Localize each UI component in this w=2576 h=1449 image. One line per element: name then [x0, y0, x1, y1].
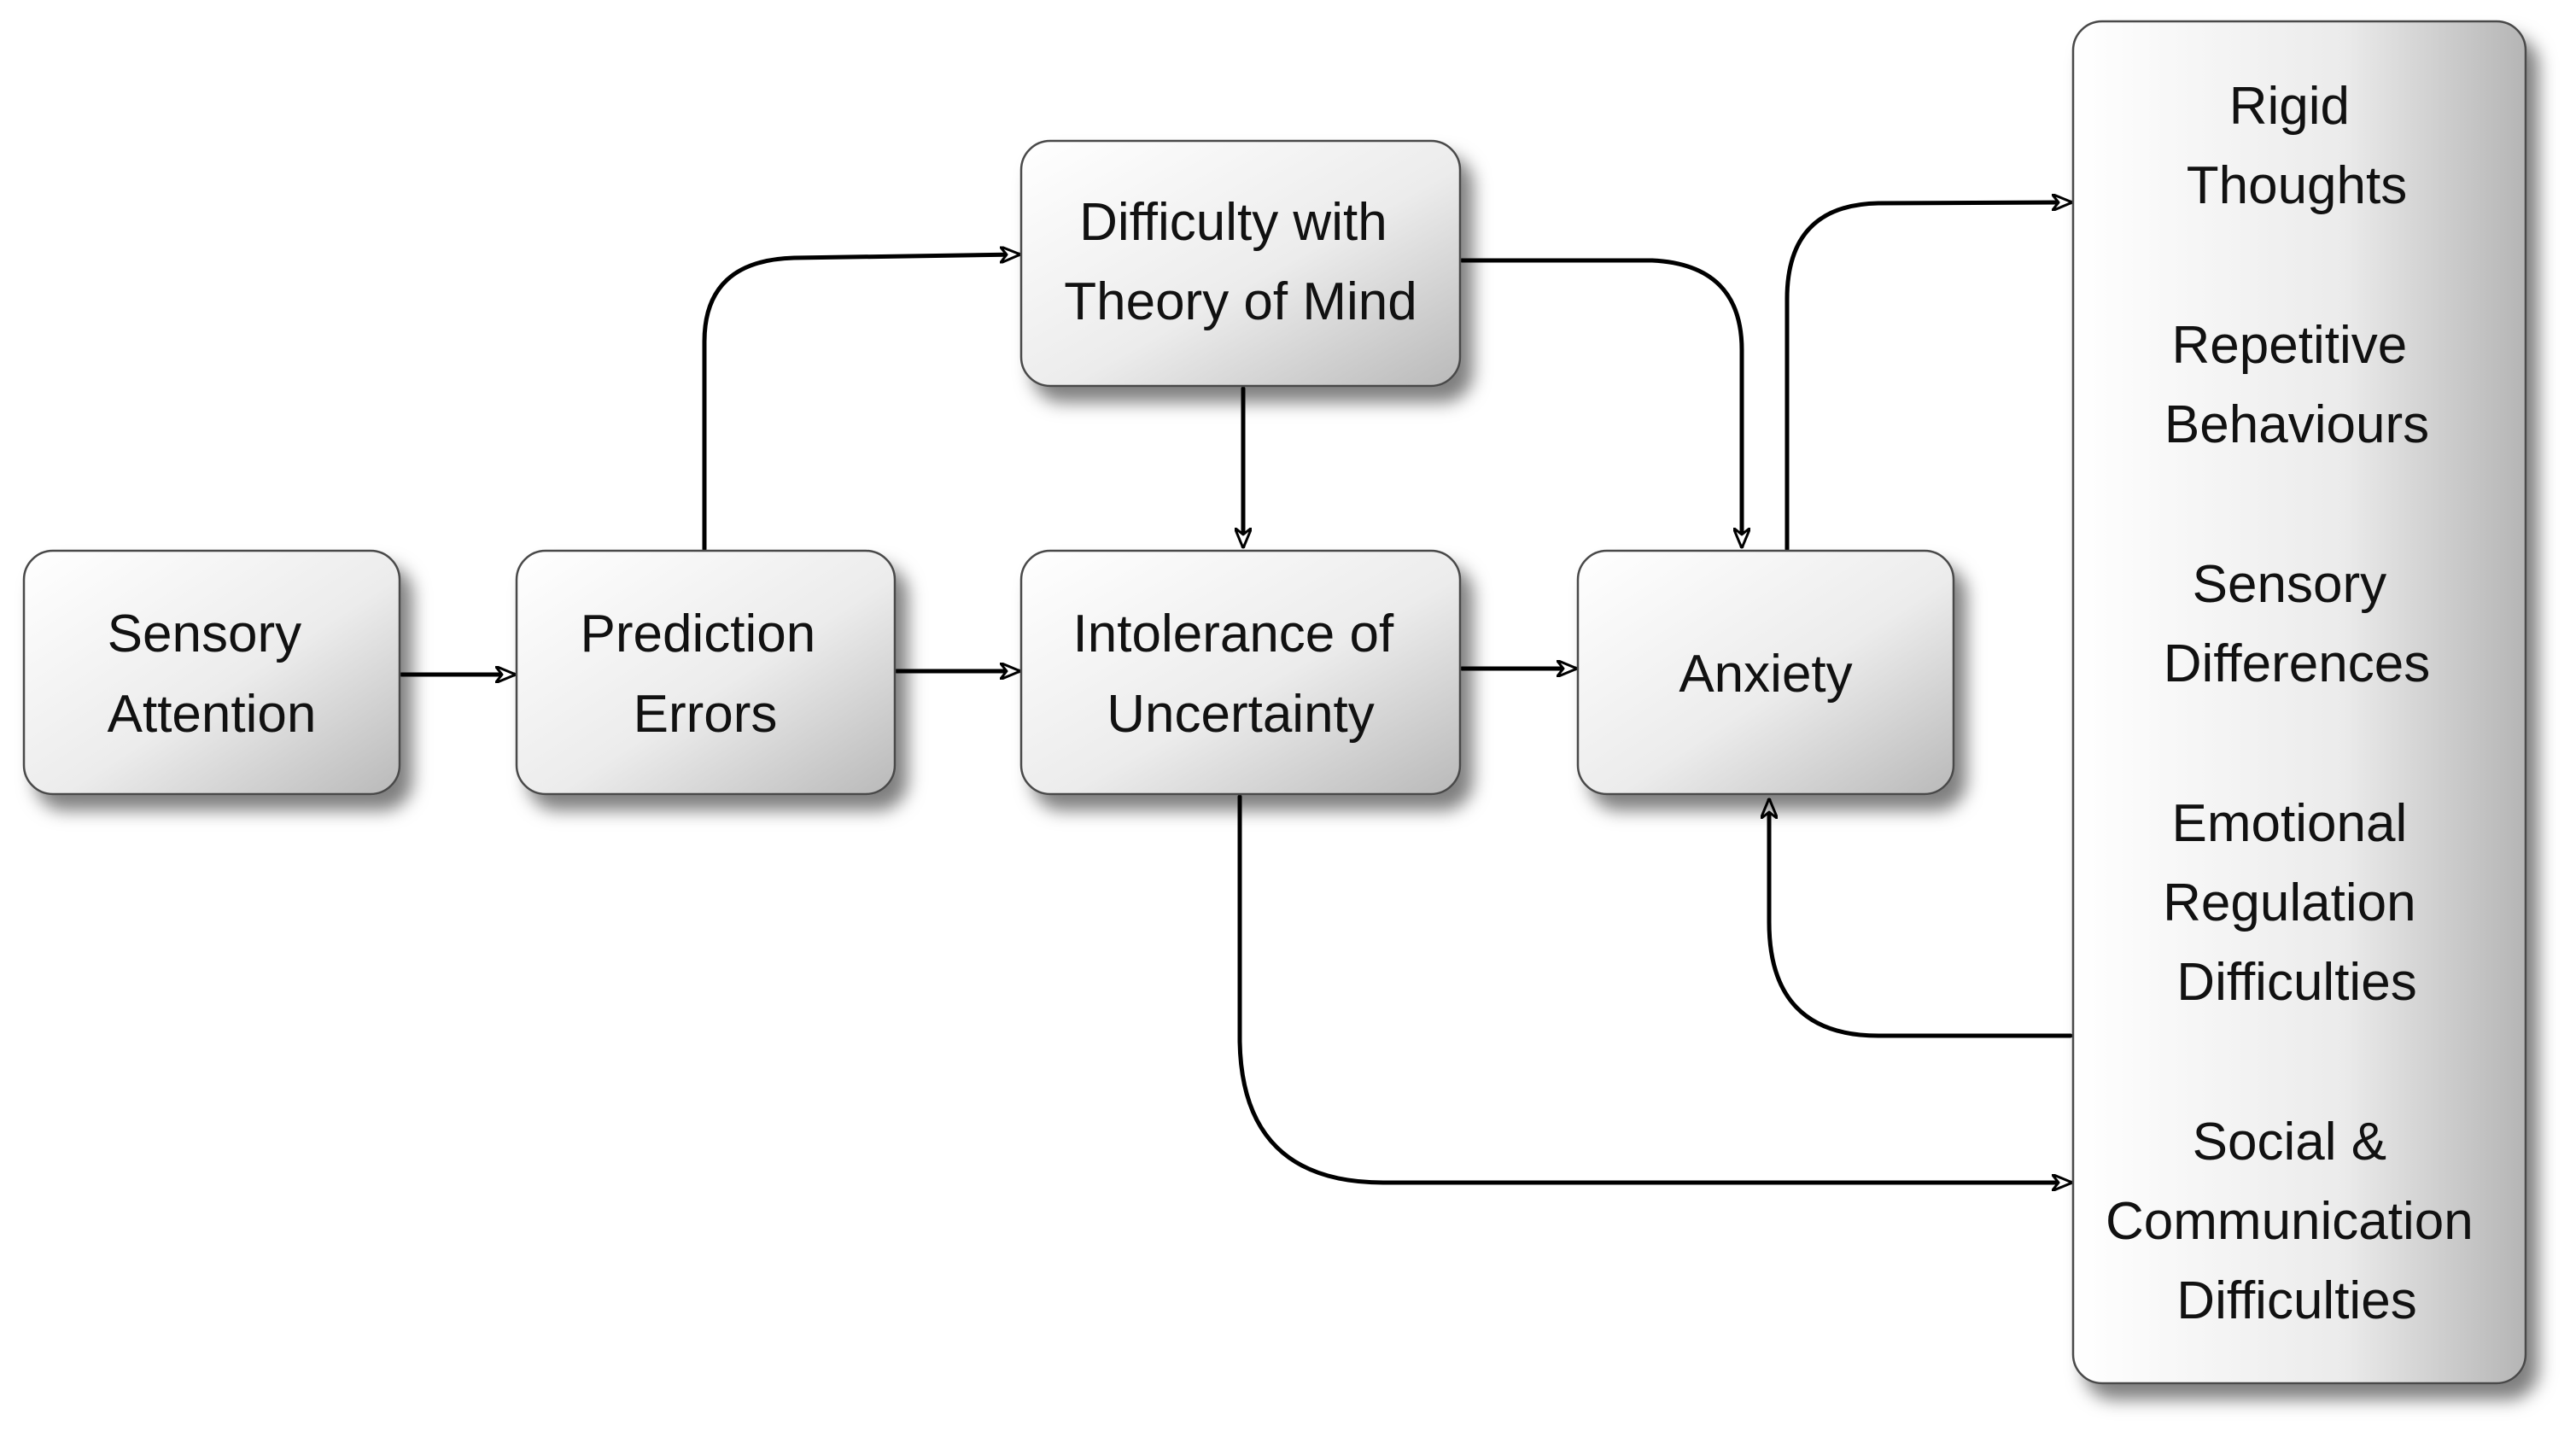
outcome-label-line: Sensory: [2193, 555, 2386, 614]
node-theory-of-mind: Difficulty with Theory of Mind: [1019, 139, 1462, 388]
node-label-line: Difficulty with: [1079, 193, 1387, 252]
outcome-label-line: Repetitive: [2172, 316, 2408, 375]
outcome-social-communication: Social & Communication Difficulties: [2106, 1113, 2488, 1330]
svg-text:Sensory Attention: Sensory Attention: [108, 605, 317, 744]
outcome-emotional-regulation: Emotional Regulation Difficulties: [2163, 794, 2431, 1012]
node-label-line: Anxiety: [1679, 645, 1852, 704]
outcome-label-line: Emotional: [2172, 794, 2408, 853]
outcome-label-line: Rigid: [2229, 77, 2350, 136]
outcome-label-line: Difficulties: [2176, 1271, 2416, 1330]
node-label-line: Uncertainty: [1107, 685, 1375, 744]
node-anxiety: Anxiety: [1576, 549, 1955, 796]
outcomes-column: Rigid Thoughts Repetitive Behaviours Sen…: [2071, 20, 2527, 1385]
outcome-label-line: Thoughts: [2187, 156, 2408, 215]
edges: [399, 202, 2073, 1183]
edge-intolerance-to-social-communication: [1237, 794, 2073, 1183]
outcome-label-line: Behaviours: [2164, 395, 2429, 454]
svg-text:Prediction Errors: Prediction Errors: [581, 605, 831, 744]
node-intolerance-of-uncertainty: Intolerance of Uncertainty: [1019, 549, 1462, 796]
node-label-line: Sensory: [108, 605, 301, 663]
outcome-repetitive-behaviours: Repetitive Behaviours: [2164, 316, 2429, 454]
outcome-rigid-thoughts: Rigid Thoughts: [2187, 77, 2408, 215]
node-prediction-errors: Prediction Errors: [515, 549, 897, 796]
edge-anxiety-to-rigid-thoughts: [1785, 202, 2073, 552]
node-label-line: Intolerance of: [1073, 605, 1394, 663]
svg-text:Difficulty with Theory o: Difficulty with Theory of Mind: [1064, 193, 1417, 331]
node-label-line: Prediction: [581, 605, 816, 663]
svg-text:Intolerance of Uncertain: Intolerance of Uncertainty: [1073, 605, 1409, 744]
outcome-label-line: Difficulties: [2176, 953, 2416, 1012]
outcome-label-line: Differences: [2164, 634, 2430, 693]
svg-text:Anxiety: Anxiety: [1679, 645, 1852, 704]
outcome-label-line: Regulation: [2163, 873, 2415, 932]
node-label-line: Errors: [634, 685, 778, 744]
outcome-label-line: Social &: [2193, 1113, 2386, 1171]
node-sensory-attention: Sensory Attention: [22, 549, 401, 796]
node-label-line: Theory of Mind: [1064, 272, 1417, 331]
outcome-label-line: Communication: [2106, 1192, 2474, 1251]
outcome-sensory-differences: Sensory Differences: [2164, 555, 2430, 693]
edge-outcomes-to-anxiety: [1769, 798, 2073, 1038]
edge-theory-of-mind-to-anxiety: [1459, 258, 1742, 549]
edge-prediction-to-theory-of-mind: [702, 254, 1021, 552]
node-label-line: Attention: [108, 685, 317, 744]
